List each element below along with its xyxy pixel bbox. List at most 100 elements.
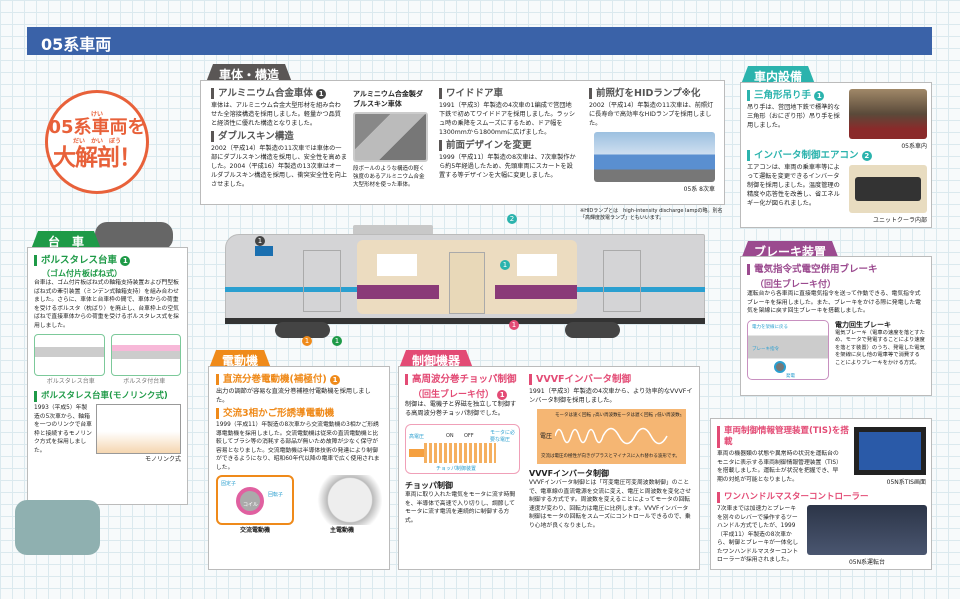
hid-note: ※HIDランプとは high-intensity discharge lampの… [580,208,723,221]
motor-panel: 直流分巻電動機(補極付) 1 出力の調節が容易な直流分巻補極付電動機を採用しまし… [208,366,390,570]
bolster-diagram [110,334,181,376]
bogie-photo [95,222,173,250]
on-label: ON [446,433,454,439]
ac-motor-text: 1999（平成11）年製造の8次車から交流電動機の3相かご形誘導電動機を採用しま… [216,422,380,471]
window [377,254,417,276]
monolink-bogie-photo [15,500,100,555]
tis-panel: 車両制御情報管理装置(TIS)を搭載 車両の機器類の状態や異常時の状況を運転台の… [710,418,932,570]
train-photo [594,132,715,182]
marker-icon: 2 [861,150,872,161]
body-structure-panel: アルミニウム合金車体 1 車体は、アルミニウム合金大型形材を組み合わせた全溶接構… [200,80,725,205]
ac-unit [353,225,433,235]
vvvf-sub-text: VVVFインバータ制御とは「可変電圧可変周波数制御」のことで、電車線の直流電源を… [529,480,692,529]
tis-screen-photo [854,427,926,475]
regen-diagram: 電力を架線に戻る ブレーキ指令 発電 [747,319,829,380]
tab-control: 制御機器 [398,350,474,371]
strap-text: 吊り手は、営団地下鉄で標準的な三角形（おにぎり形）吊り手を採用しました。 [747,104,840,129]
boltless-title: ボルスタレス台車 [41,255,118,266]
off-label: OFF [464,433,474,439]
monolink-text: 1993（平成5）年製造の5次車から、軸箱を一つのリンクで台車枠と接続するモノリ… [34,405,92,454]
hid-title: 前照灯をHIDランプ※化 [589,88,715,99]
logo-line2: 大解剖！ [53,145,142,171]
chopper-device-label: チョッパ制御装置 [436,466,477,472]
underframe [225,318,705,324]
strap-title: 三角形吊り手 [754,90,812,101]
voltage-axis-label: 電圧 [540,433,553,440]
bogie [565,322,620,338]
line-stripe [225,287,357,292]
hid-text: 2002（平成14）年製造の11次車は、前照灯に長寿命で高効率なHIDランプを採… [589,102,714,127]
main-motor-photo [302,475,382,525]
chopper-subtitle: （回生ブレーキ付） [413,390,495,400]
marker-icon: 1 [497,389,508,400]
ruby: だい かい ぼう [72,138,121,145]
coil-label: コイル [243,502,259,508]
front-design-title: 前面デザインを変更 [439,140,577,151]
tab-motor: 電動機 [208,350,272,371]
tab-body-structure: 車体・構造 [205,64,293,85]
vvvf-diagram: モータは速く回転 ┌高い周波数┐ モータは遅く回転 ┌低い周波数┐ 電圧 交流は… [537,409,686,464]
chopper-sub-text: 車両に取り入れた電気をモータに流す時間を、半導体で高速で入り切りし、調節してモー… [405,492,516,524]
seat [357,285,439,299]
marker-ac-icon: 2 [507,214,517,224]
alu-title: アルミニウム合金車体 1 [211,88,347,99]
brake-text: 運転台から各車両に直接電気指令を送って作動できる、電気指令式ブレーキを採用しまし… [747,291,921,314]
wide-door-text: 1991（平成3）年製造の4次車の1編成で営団地下鉄で初めてワイドドアを採用しま… [439,102,576,136]
chopper-diagram: 高電圧 モータに必要な電圧 ON OFF チョッパ制御装置 [405,424,520,474]
chopper-sub-title: チョッパ制御 [405,481,453,490]
monolink-caption: モノリンク式 [144,456,181,463]
interior-panel: 三角形吊り手 1 吊り手は、営団地下鉄で標準的な三角形（おにぎり形）吊り手を採用… [740,82,932,228]
boltless-text: 台車は、ゴム付片板ばね式の軸箱支持装置および門型板ばね式の牽引装置（ミンデン式軸… [34,280,179,329]
bogie [275,322,330,338]
boltless-caption: ボルスタレス台車 [46,378,95,385]
brake-title: 電気指令式電空併用ブレーキ [747,264,925,275]
tab-bogie: 台 車 [30,231,102,252]
ac-motor-title: 交流3相かご形誘導電動機 [216,408,382,419]
brake-command-label: ブレーキ指令 [752,346,779,352]
vvvf-title: VVVFインバータ制御 [529,374,694,385]
front-design-text: 1999（平成11）年製造の8次車は、7次車製作から約5年経過したため、先頭車両… [439,154,576,179]
ac-motor-diagram: 固定子 回転子 コイル [216,475,294,525]
window [517,254,557,276]
master-controller-title: ワンハンドルマスターコントローラー [717,492,927,503]
monolink-title: ボルスタレス台車(モノリンク式) [34,391,181,402]
high-freq-label: モータは速く回転 ┌高い周波数┐ [555,413,621,418]
ruby: けい [90,111,103,118]
double-skin-title: ダブルスキン構造 [211,131,347,142]
page-title: 05系車両 [41,35,112,54]
hid-caption: 05系 8次車 [683,186,715,193]
page-header: 05系車両 [27,27,932,55]
regen-title: 電力回生ブレーキ [835,320,891,329]
wide-door-title: ワイドドア車 [439,88,577,99]
ac-motor-caption: 交流電動機 [239,527,270,534]
tis-title: 車両制御情報管理装置(TIS)を搭載 [717,426,852,448]
marker-icon: 1 [120,255,131,266]
vvvf-text: 1991（平成3）年製造の4次車から、より効率的なVVVFインバータ制御を採用し… [529,388,693,404]
brake-panel: 電気指令式電空併用ブレーキ （回生ブレーキ付） 運転台から各車両に直接電気指令を… [740,256,932,396]
control-panel: 高周波分巻チョッパ制御 （回生ブレーキ付） 1 制御は、電機子と界磁を独立して制… [398,366,700,570]
low-freq-label: モータは遅く回転 ┌低い周波数┐ [617,413,683,418]
tab-interior: 車内設備 [740,66,816,87]
cab-photo [807,505,927,555]
logo-line1: 05系車両を [48,117,146,138]
brake-subtitle: （回生ブレーキ付） [755,280,837,290]
waveform [555,427,668,445]
bogie-panel: ボルスタレス台車 1 （ゴム付片板ばね式） 台車は、ゴム付片板ばね式の軸箱支持装… [27,247,188,505]
marker-bogie-icon: 1 [332,336,342,346]
seat [495,285,577,299]
dc-motor-text: 出力の調節が容易な直流分巻補極付電動機を採用しました。 [216,388,371,404]
marker-strap-icon: 1 [500,260,510,270]
master-controller-text: 7次車までは加速力とブレーキを別々のレバーで操作するツーハンドル方式でしたが、1… [717,506,799,563]
stator-label: 固定子 [221,481,237,487]
chopper-title: 高周波分巻チョッパ制御 [405,374,520,385]
marker-body-icon: 1 [255,236,265,246]
tis-text: 車両の機器類の状態や異常時の状況を運転台のモニタに表示する車両制御情報管理装置（… [717,451,842,483]
ac-caption: ユニットクーラ内部 [872,217,927,224]
figure-title: アルミニウム合金製ダブルスキン車体 [353,90,423,108]
marker-control-icon: 1 [509,320,519,330]
waveform-note: 交流は電圧の極性が向きがプラスとマイナスに入れ替わる波形です。 [541,454,680,459]
rotor-label: 回転子 [268,492,284,498]
door [303,250,341,312]
ac-unit-photo [849,165,927,213]
output-voltage-label: モータに必要な電圧 [490,430,516,443]
